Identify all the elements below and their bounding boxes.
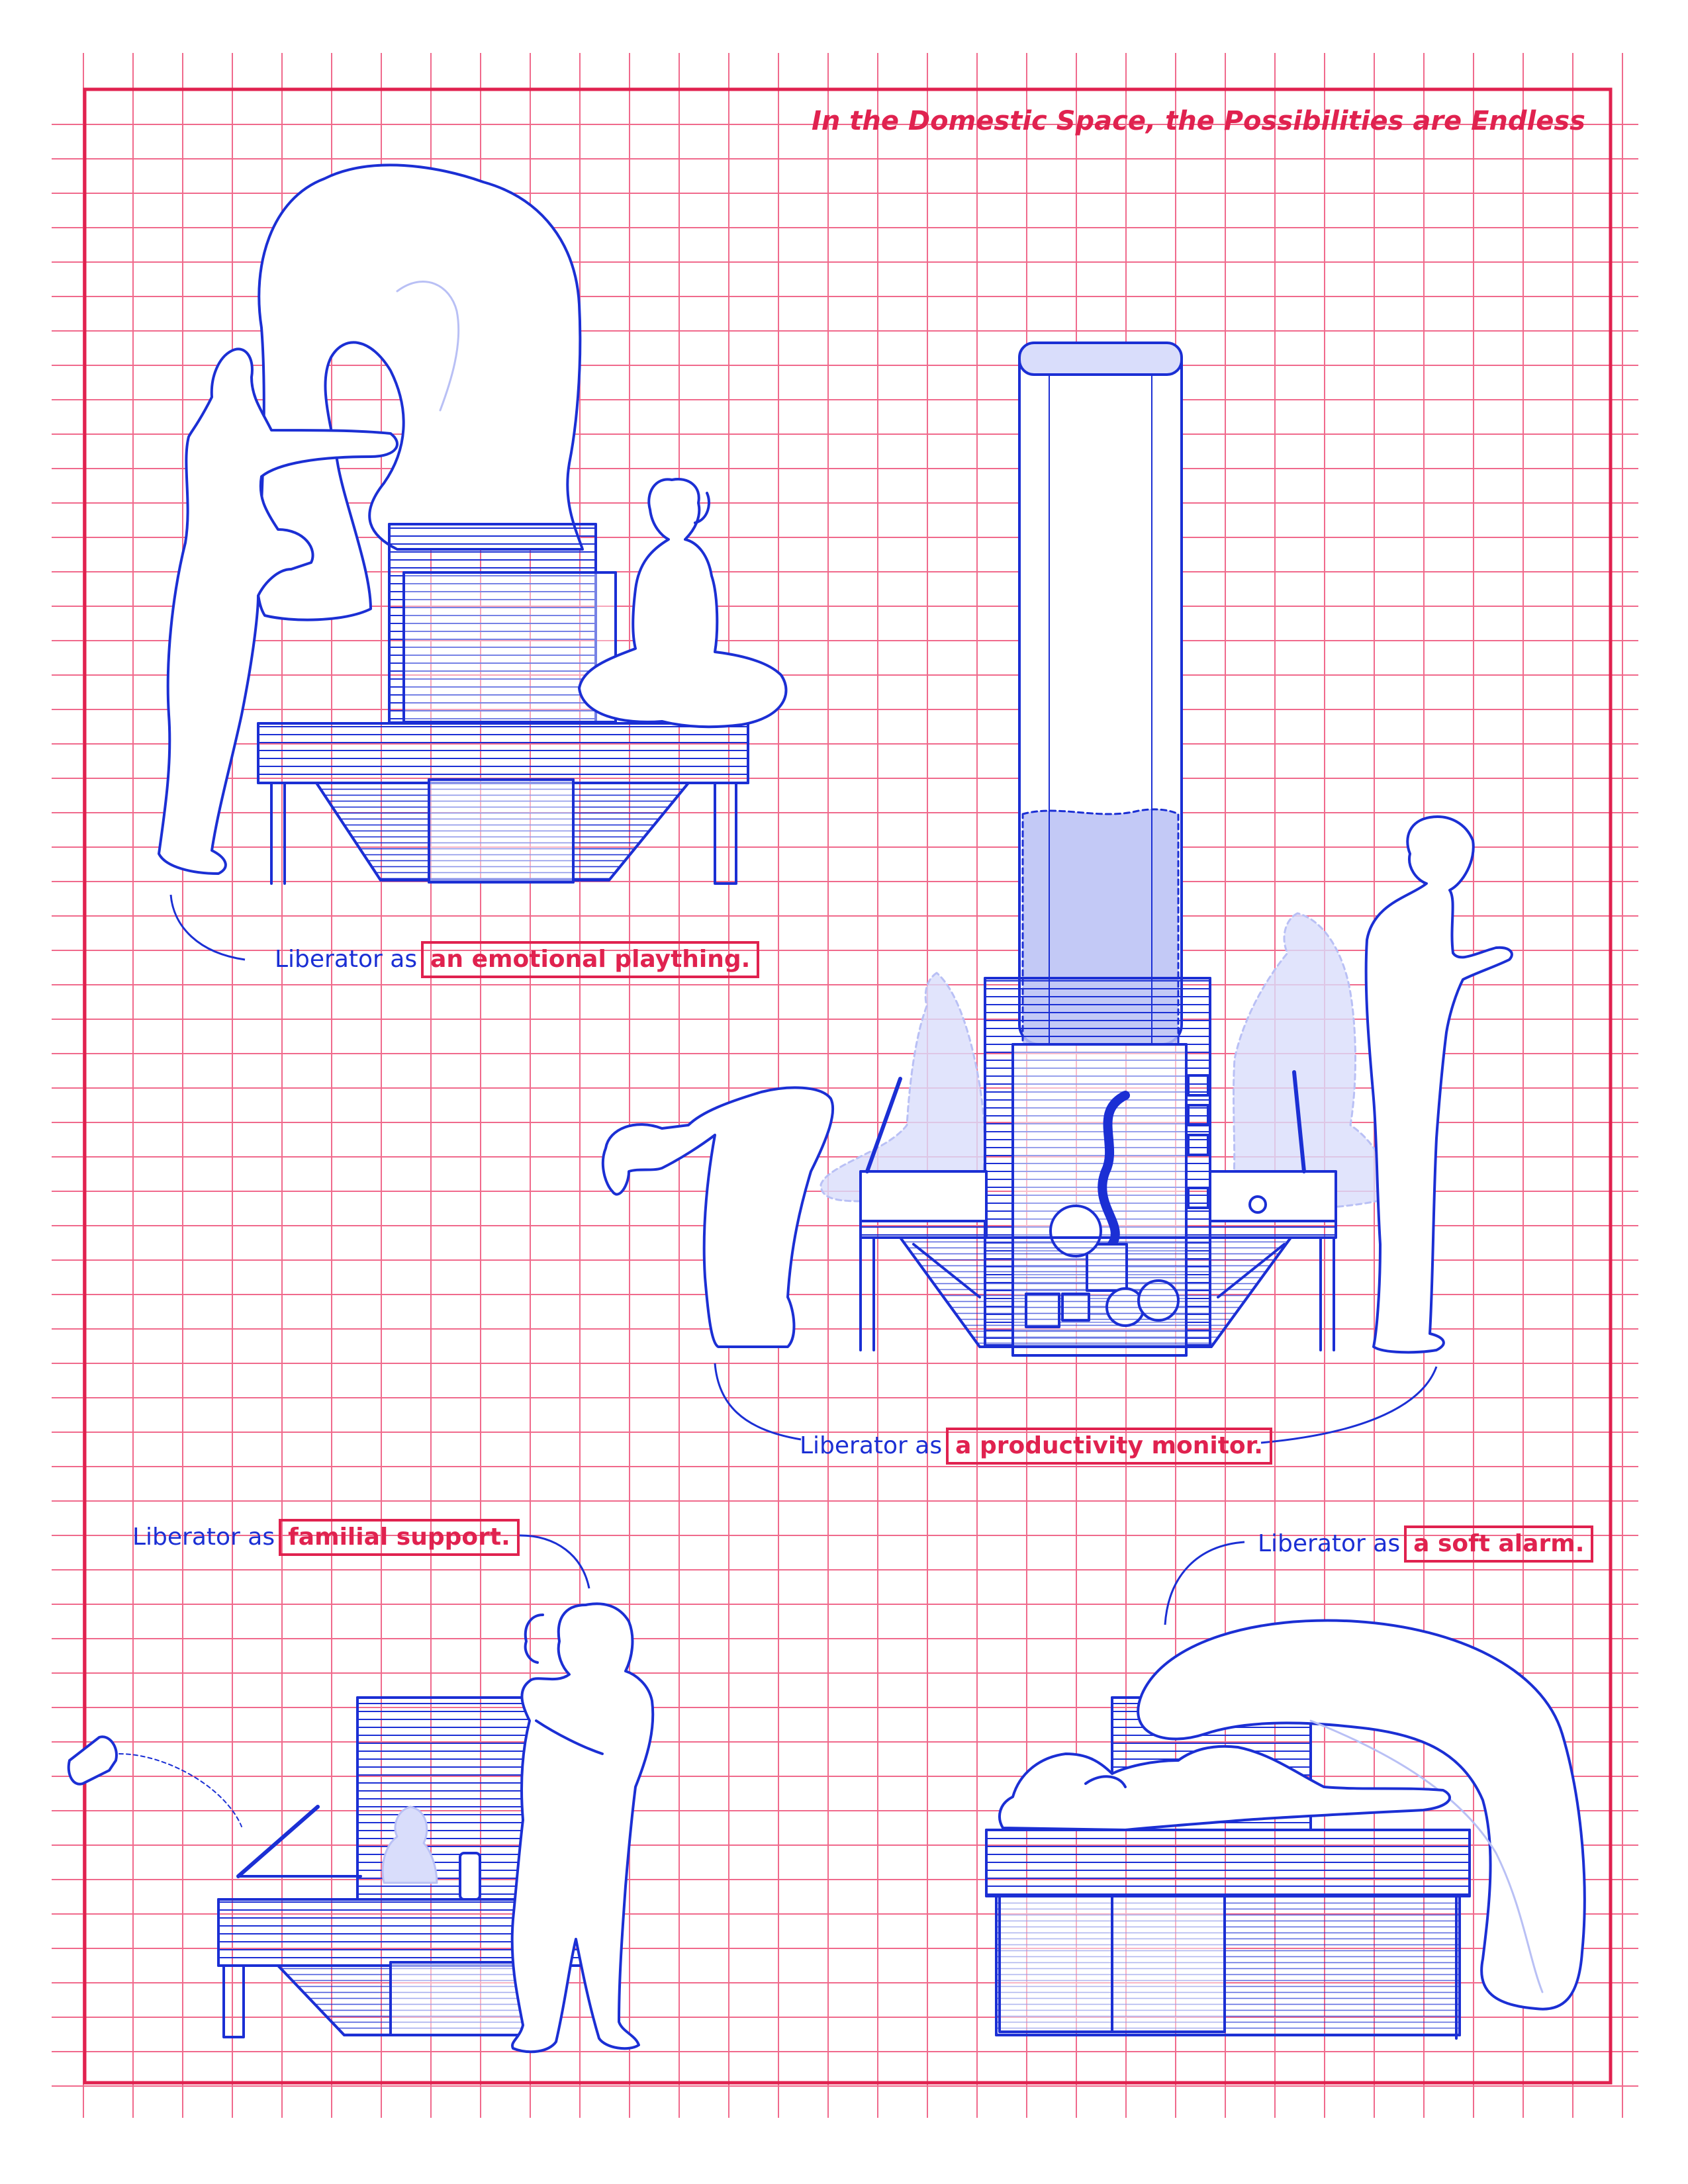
person-bending-over [601, 1086, 835, 1348]
caption-highlight: a productivity monitor. [946, 1428, 1272, 1465]
poster-title: In the Domestic Space, the Possibilities… [811, 106, 1585, 136]
poster-frame [83, 87, 1613, 2085]
caption-prefix: Liberator as [275, 946, 418, 973]
inflatable-arch [256, 163, 584, 621]
caption-leader-3 [519, 1534, 590, 1589]
caption-highlight: a soft alarm. [1404, 1525, 1594, 1563]
drone-icon [67, 1735, 118, 1786]
caption-soft-alarm: Liberator as a soft alarm. [1258, 1525, 1594, 1563]
familial-support-scene [67, 1602, 655, 2054]
caption-prefix: Liberator as [132, 1524, 275, 1551]
caption-leader-1 [169, 894, 246, 961]
caption-familial-support: Liberator as familial support. [132, 1519, 520, 1556]
person-sitting-cross-legged [578, 478, 788, 729]
caption-emotional-plaything: Liberator as an emotional plaything. [275, 941, 760, 978]
caption-leader-2a [714, 1363, 802, 1441]
inflatable-tube [1137, 1619, 1586, 2011]
caption-leader-2b [1260, 1366, 1438, 1444]
emotional-plaything-scene [158, 163, 788, 885]
soft-alarm-scene [985, 1619, 1586, 2040]
caption-highlight: familial support. [279, 1519, 520, 1556]
person-hugging-balloon [158, 347, 399, 875]
person-standing-with-phone [1364, 815, 1513, 1354]
caption-highlight: an emotional plaything. [421, 941, 760, 978]
caption-productivity-monitor: Liberator as a productivity monitor. [800, 1428, 1272, 1465]
caption-leader-4 [1164, 1541, 1245, 1625]
person-lying-on-bench [998, 1745, 1451, 1831]
parent-holding-child [510, 1602, 655, 2054]
caption-prefix: Liberator as [800, 1432, 943, 1459]
productivity-monitor-scene [601, 341, 1513, 1357]
ghost-figure-left [820, 972, 986, 1203]
caption-prefix: Liberator as [1258, 1530, 1401, 1557]
